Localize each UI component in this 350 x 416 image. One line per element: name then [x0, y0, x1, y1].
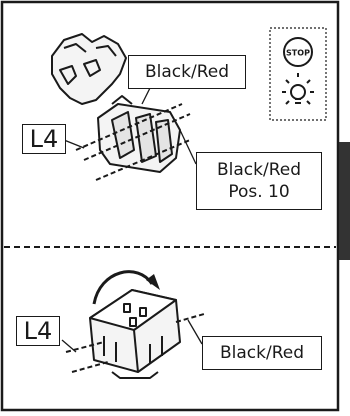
callout-black-red-bottom: Black/Red	[202, 336, 322, 370]
page-edge-tab	[339, 142, 350, 260]
arrow-head	[146, 274, 160, 290]
outer-frame	[0, 0, 340, 412]
callout-black-red-upper: Black/Red	[128, 55, 246, 89]
callout-black-red-pos10: Black/Red Pos. 10	[196, 152, 322, 210]
open-connector-illustration	[51, 33, 181, 173]
wire-pair-bottom	[65, 313, 205, 373]
rotate-arrow-icon	[92, 270, 154, 305]
stop-sign-icon: STOP	[283, 37, 313, 67]
light-bulb-icon	[282, 73, 314, 105]
leader-lines-bottom	[61, 319, 203, 353]
wire-pair-top	[75, 103, 191, 181]
callout-line-1: Black/Red	[216, 160, 302, 180]
svg-text:STOP: STOP	[286, 49, 310, 58]
closed-connector-illustration	[89, 289, 181, 379]
step-label-bottom: L4	[16, 316, 60, 346]
callout-line-2: Pos. 10	[228, 182, 290, 202]
indicator-box	[269, 27, 327, 121]
step-label-top: L4	[22, 124, 66, 154]
